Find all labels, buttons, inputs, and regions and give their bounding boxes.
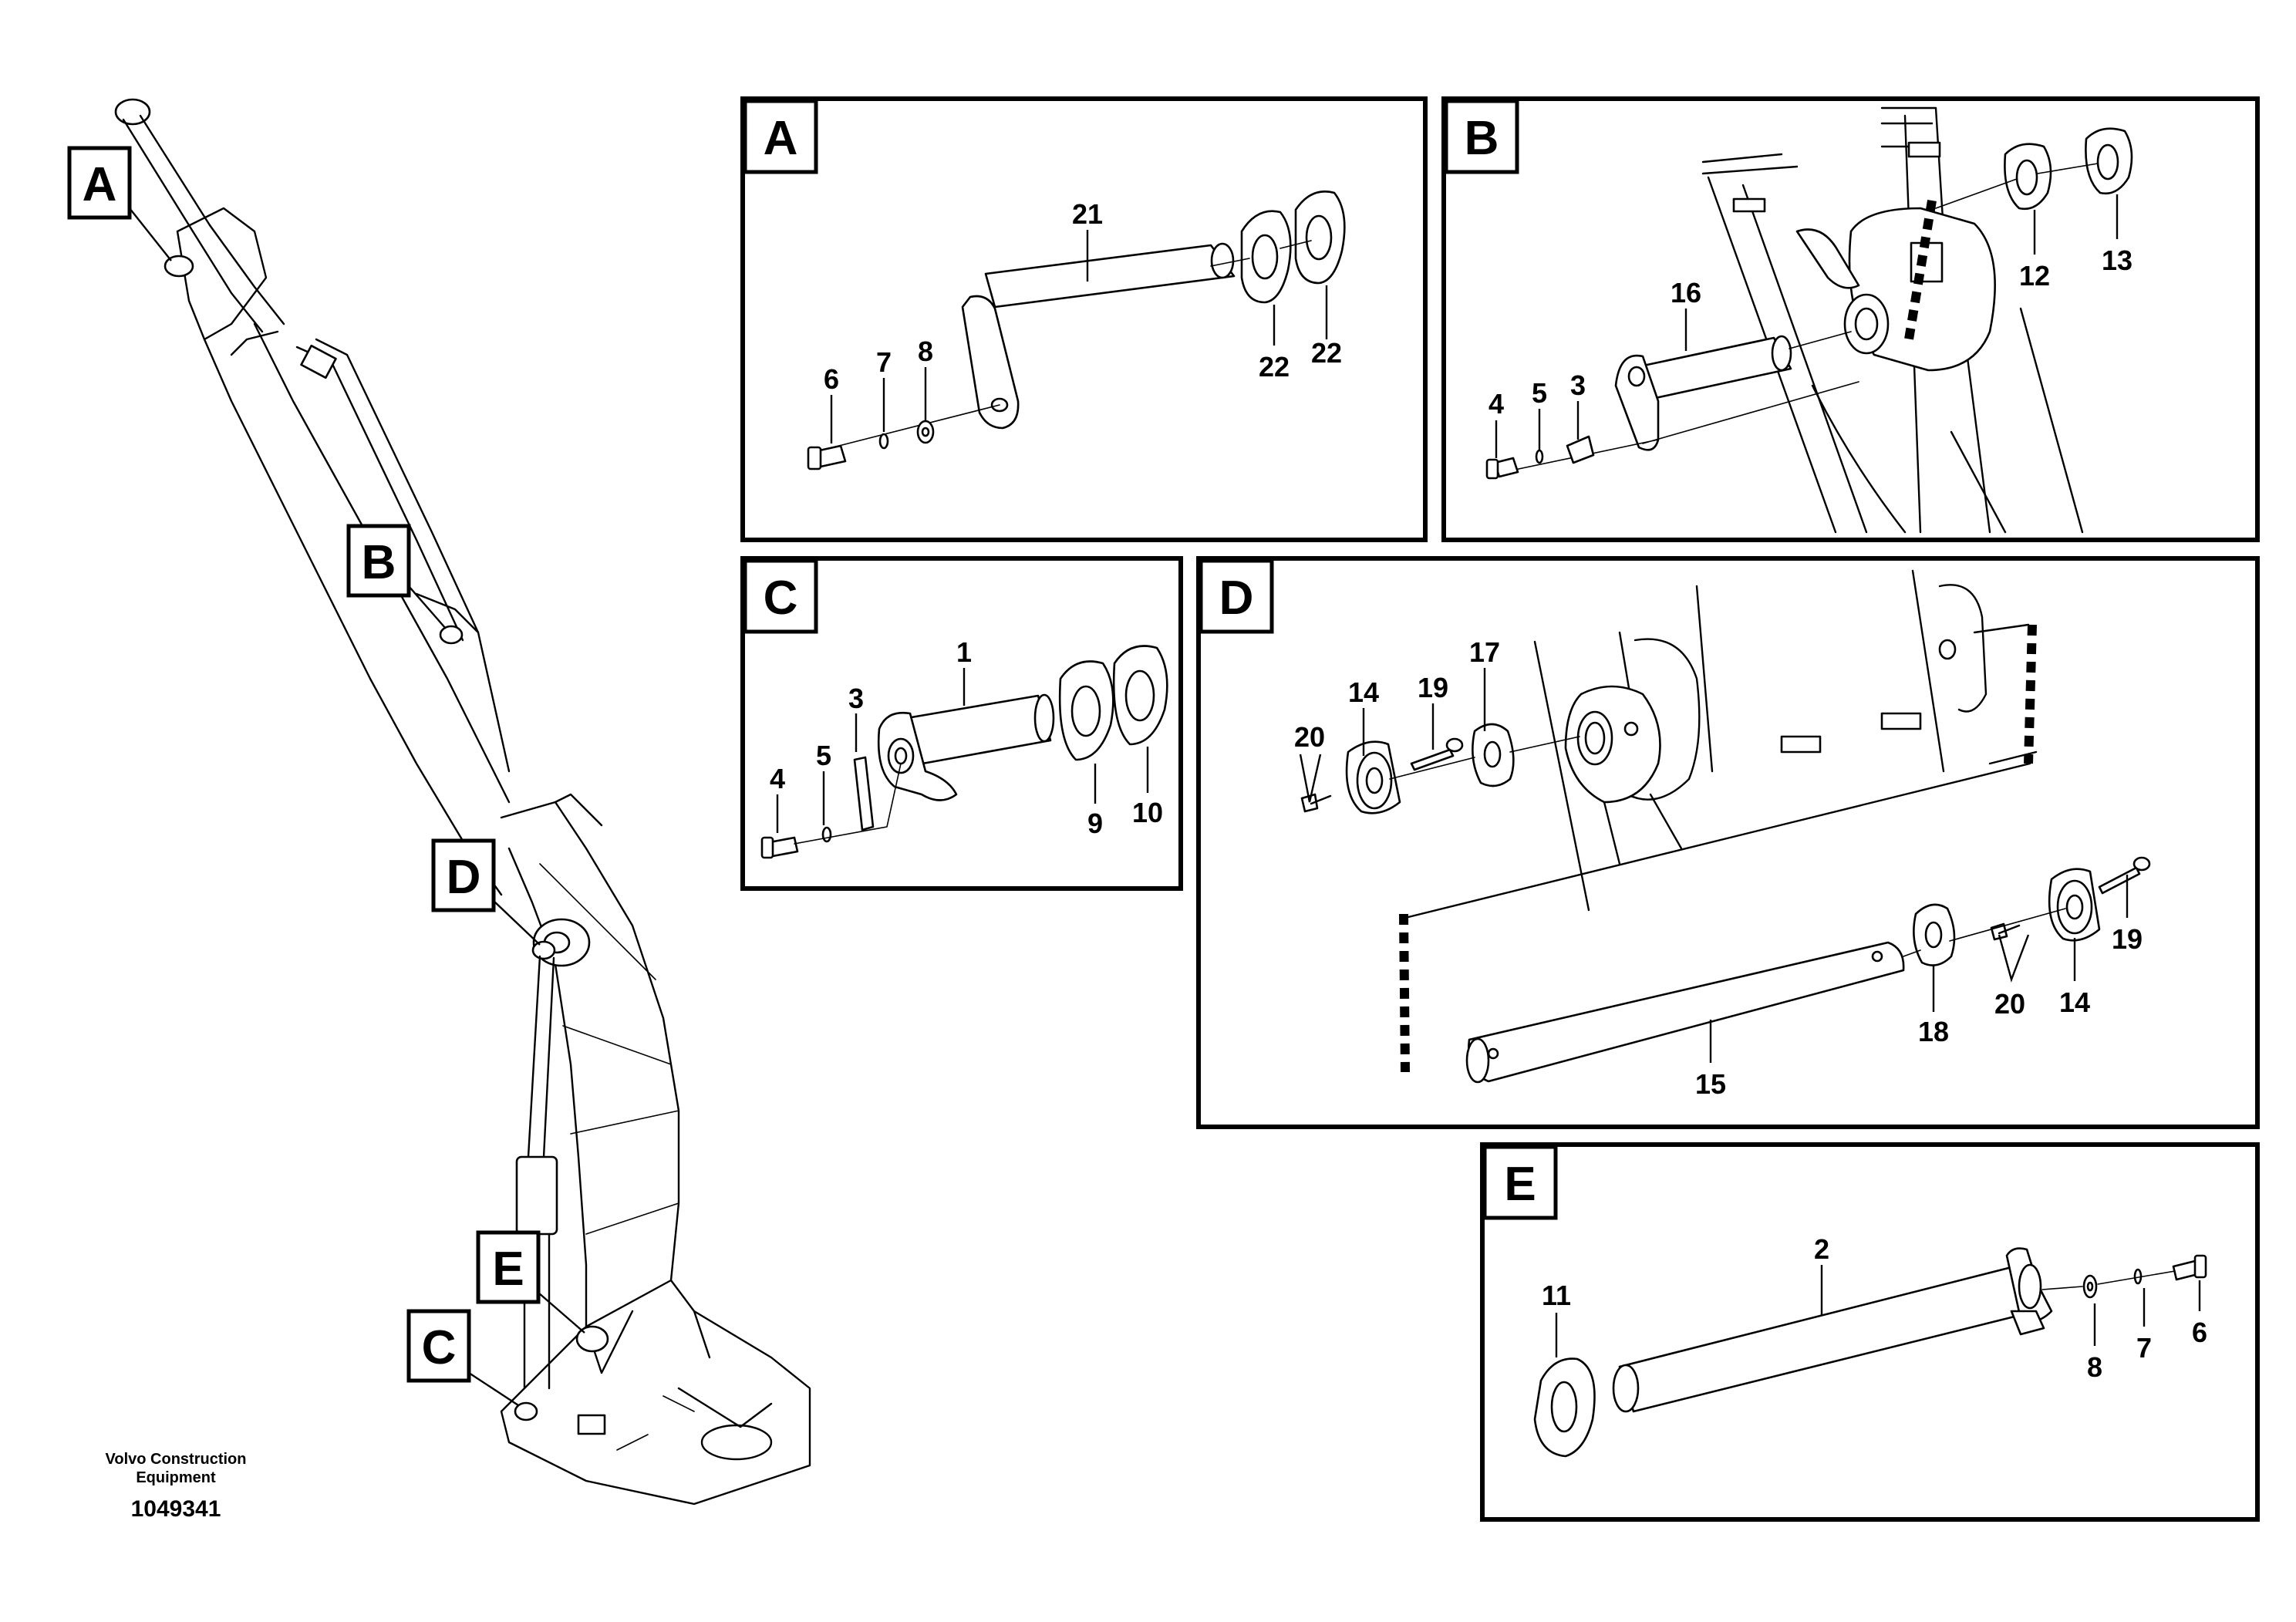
part-number-20: 20 xyxy=(1994,988,2025,1020)
part-number-18: 18 xyxy=(1918,1016,1949,1047)
panel-b: B 16 4 5 xyxy=(1441,96,2260,542)
part-number-15: 15 xyxy=(1695,1068,1726,1100)
overview-tag-d: D xyxy=(431,838,541,946)
part-number-14: 14 xyxy=(1348,676,1379,708)
overview-tag-e: E xyxy=(476,1230,585,1334)
part-number-19: 19 xyxy=(2112,923,2143,955)
part-number-3: 3 xyxy=(1570,369,1586,401)
panel-letter-b: B xyxy=(362,536,396,589)
manufacturer-line1: Volvo Construction xyxy=(106,1451,247,1468)
overview-tag-b: B xyxy=(346,524,447,629)
part-number-4: 4 xyxy=(770,763,785,794)
boom-overview xyxy=(114,98,811,1506)
part-number-22: 22 xyxy=(1259,351,1290,383)
part-number-2: 2 xyxy=(1814,1233,1829,1265)
part-number-8: 8 xyxy=(2087,1351,2102,1383)
part-number-3: 3 xyxy=(848,683,864,714)
panel-e: E 2 11 8 7 6 xyxy=(1480,1142,2260,1522)
panel-a: A 21 6 7 8 22 22 xyxy=(740,96,1428,542)
footer: Volvo Construction Equipment 1049341 xyxy=(106,1451,247,1522)
panel-letter-e: E xyxy=(1504,1158,1536,1211)
panel-c: C 1 3 4 5 9 10 xyxy=(740,556,1183,891)
part-number-12: 12 xyxy=(2019,260,2050,292)
panel-letter-e: E xyxy=(492,1243,524,1296)
part-number-13: 13 xyxy=(2102,244,2132,276)
part-number-17: 17 xyxy=(1469,636,1500,668)
panel-letter-c: C xyxy=(764,572,798,625)
panel-letter-a: A xyxy=(83,158,117,211)
panel-letter-d: D xyxy=(447,851,481,904)
panel-letter-c: C xyxy=(422,1321,457,1374)
part-number-11: 11 xyxy=(1542,1280,1571,1311)
figure-number: 1049341 xyxy=(131,1496,221,1522)
part-number-4: 4 xyxy=(1489,388,1504,420)
part-number-10: 10 xyxy=(1132,797,1163,828)
panel-letter-d: D xyxy=(1219,572,1254,625)
part-number-7: 7 xyxy=(876,346,892,378)
part-number-5: 5 xyxy=(816,740,831,771)
part-number-1: 1 xyxy=(956,636,972,668)
part-number-5: 5 xyxy=(1532,377,1547,409)
manufacturer-line2: Equipment xyxy=(136,1469,216,1486)
part-number-22: 22 xyxy=(1311,337,1342,369)
part-number-19: 19 xyxy=(1418,672,1448,703)
part-number-21: 21 xyxy=(1072,198,1103,230)
panel-letter-b: B xyxy=(1465,112,1499,165)
part-number-7: 7 xyxy=(2136,1332,2152,1364)
overview-tag-a: A xyxy=(67,146,172,261)
part-number-6: 6 xyxy=(2192,1317,2207,1348)
part-number-16: 16 xyxy=(1671,277,1701,309)
part-number-8: 8 xyxy=(918,336,933,367)
part-number-14: 14 xyxy=(2059,986,2090,1018)
panel-letter-a: A xyxy=(764,112,798,165)
overview-tag-c: C xyxy=(406,1309,519,1407)
part-number-20: 20 xyxy=(1294,721,1325,753)
panel-d: D xyxy=(1196,556,2260,1129)
part-number-6: 6 xyxy=(824,363,839,395)
part-number-9: 9 xyxy=(1087,808,1103,839)
